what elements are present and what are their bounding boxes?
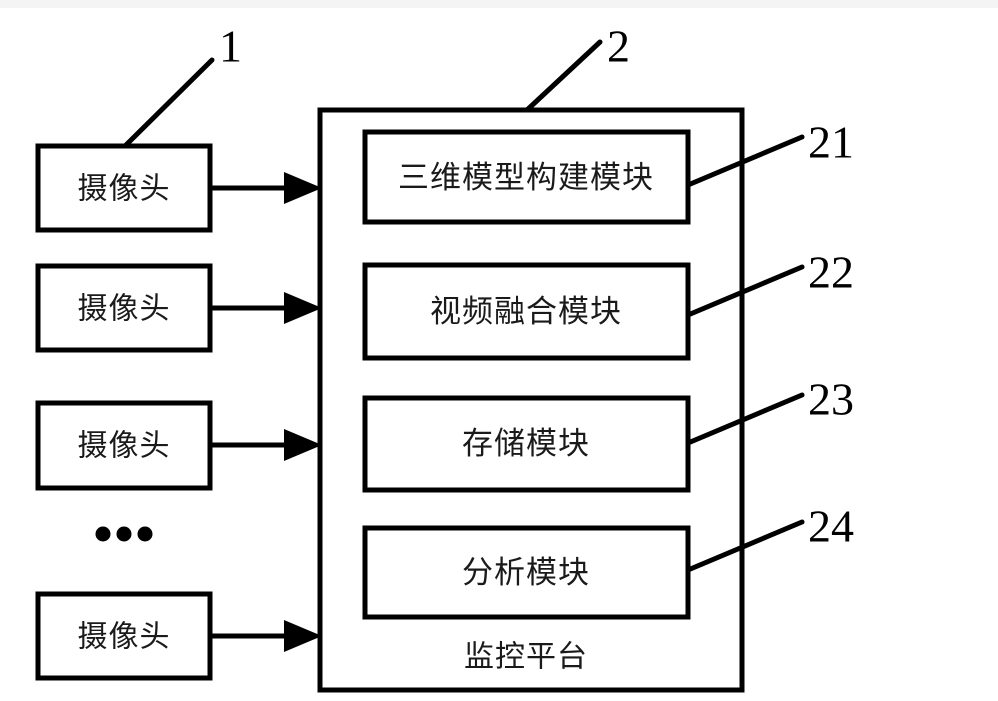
monitoring-platform-label: 监控平台 bbox=[464, 640, 588, 675]
module-box-3-rect bbox=[362, 395, 691, 493]
ellipsis-dot-1 bbox=[95, 526, 111, 542]
top-border-strip bbox=[0, 0, 998, 8]
module-box-2-label: 视频融合模块 bbox=[430, 294, 622, 330]
leader-line-22 bbox=[685, 264, 805, 318]
camera-box-4[interactable]: 摄像头 bbox=[35, 591, 213, 681]
leader-ref-24: 24 bbox=[685, 501, 854, 573]
arrow-camera-3-to-platform bbox=[210, 429, 322, 461]
leader-ref-2: 2 bbox=[524, 21, 630, 113]
camera-box-4-label: 摄像头 bbox=[78, 620, 171, 655]
arrow-2-head bbox=[284, 292, 322, 324]
ellipsis-dot-3 bbox=[137, 526, 153, 542]
ref-number-2: 2 bbox=[607, 21, 630, 72]
camera-box-2-label: 摄像头 bbox=[78, 292, 171, 327]
leader-line-24 bbox=[685, 519, 805, 573]
camera-box-4-rect bbox=[35, 591, 213, 681]
module-box-3d-model[interactable]: 三维模型构建模块 bbox=[362, 129, 691, 225]
module-box-storage[interactable]: 存储模块 bbox=[362, 395, 691, 493]
ref-number-24: 24 bbox=[808, 501, 854, 552]
leader-ref-22: 22 bbox=[685, 247, 854, 318]
camera-box-1-label: 摄像头 bbox=[78, 172, 171, 207]
camera-box-2-rect bbox=[35, 263, 213, 353]
camera-box-2[interactable]: 摄像头 bbox=[35, 263, 213, 353]
ellipsis-dot-2 bbox=[116, 526, 132, 542]
camera-box-3-label: 摄像头 bbox=[78, 429, 171, 464]
leader-line-2 bbox=[524, 39, 603, 113]
leader-ref-23: 23 bbox=[685, 374, 854, 446]
leader-line-1 bbox=[122, 57, 215, 149]
arrow-camera-2-to-platform bbox=[210, 292, 322, 324]
ellipsis-dots bbox=[95, 526, 153, 542]
leader-ref-1: 1 bbox=[122, 21, 242, 149]
module-box-2-rect bbox=[362, 262, 691, 361]
leader-ref-21: 21 bbox=[685, 117, 854, 188]
module-box-analysis[interactable]: 分析模块 bbox=[362, 525, 691, 620]
module-box-1-rect bbox=[362, 129, 691, 225]
camera-box-1[interactable]: 摄像头 bbox=[35, 143, 213, 233]
module-box-1-label: 三维模型构建模块 bbox=[398, 160, 654, 196]
ref-number-21: 21 bbox=[808, 117, 854, 168]
leader-line-21 bbox=[685, 134, 805, 188]
arrow-1-head bbox=[284, 172, 322, 204]
module-box-4-rect bbox=[362, 525, 691, 620]
arrow-4-head bbox=[284, 620, 322, 652]
arrow-3-head bbox=[284, 429, 322, 461]
ref-number-22: 22 bbox=[808, 247, 854, 298]
monitoring-platform-box[interactable] bbox=[317, 107, 745, 693]
module-box-4-label: 分析模块 bbox=[462, 555, 590, 591]
module-box-3-label: 存储模块 bbox=[462, 426, 590, 462]
arrow-camera-1-to-platform bbox=[210, 172, 322, 204]
ref-number-23: 23 bbox=[808, 374, 854, 425]
camera-box-3[interactable]: 摄像头 bbox=[35, 400, 213, 491]
module-box-video-fusion[interactable]: 视频融合模块 bbox=[362, 262, 691, 361]
leader-line-23 bbox=[685, 392, 805, 446]
ref-number-1: 1 bbox=[219, 21, 242, 72]
arrow-camera-4-to-platform bbox=[210, 620, 322, 652]
